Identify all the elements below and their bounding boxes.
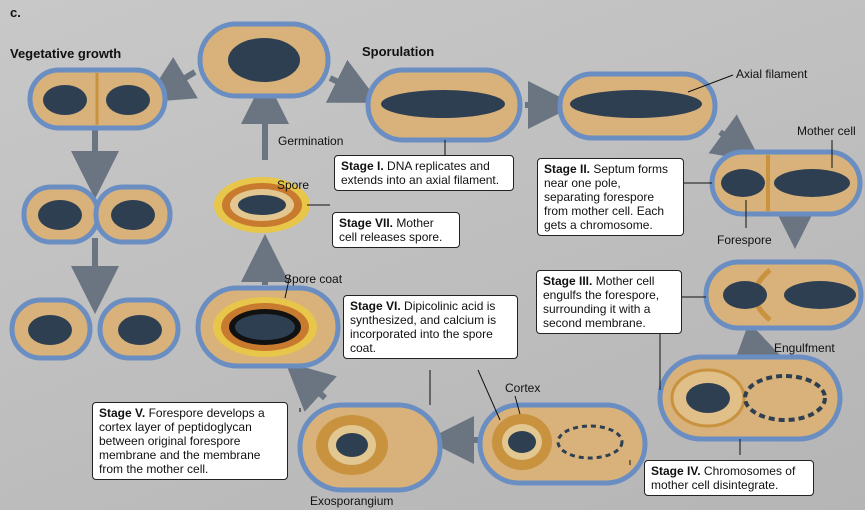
- panel-letter: c.: [10, 6, 21, 20]
- exosporangium-cell: [300, 405, 440, 490]
- germination-label: Germination: [278, 134, 343, 148]
- stage-4-box: Stage IV. Chromosomes of mother cell dis…: [644, 460, 814, 496]
- stage-7-title: Stage VII.: [339, 216, 393, 230]
- forespore-label: Forespore: [717, 233, 772, 247]
- stage-3-title: Stage III.: [543, 274, 592, 288]
- engulfment-label: Engulfment: [774, 341, 835, 355]
- vegetative-title: Vegetative growth: [10, 47, 121, 61]
- stage-2-cell: [712, 140, 860, 228]
- arrow-to-vegetative: [165, 72, 195, 90]
- arrow-to-stage-4: [748, 340, 765, 356]
- mother-cell-label: Mother cell: [797, 124, 856, 138]
- stage-2-box: Stage II. Septum forms near one pole, se…: [537, 158, 684, 236]
- arrow-to-mother-cell: [720, 132, 742, 148]
- spore-label: Spore: [277, 178, 309, 192]
- axial-filament-label: Axial filament: [736, 67, 807, 81]
- stage-4-cell: [660, 357, 840, 439]
- stage-1-title: Stage I.: [341, 159, 384, 173]
- stage-6-cell: [198, 288, 338, 366]
- stage-5-cell: [480, 405, 645, 483]
- stage-1-cell: [368, 70, 520, 140]
- vegetative-cell-2: [24, 187, 170, 242]
- axial-filament-cell: [560, 74, 733, 138]
- stage-5-box: Stage V. Forespore develops a cortex lay…: [92, 402, 288, 480]
- stage-6-title: Stage VI.: [350, 299, 401, 313]
- stage-6-box: Stage VI. Dipicolinic acid is synthesize…: [343, 295, 518, 359]
- stage-3-cell: [706, 262, 861, 328]
- cortex-label: Cortex: [505, 381, 540, 395]
- stage-1-box: Stage I. DNA replicates and extends into…: [334, 155, 514, 191]
- exosporangium-label: Exosporangium: [310, 494, 393, 508]
- vegetative-cell-1: [30, 70, 165, 128]
- sporulation-title: Sporulation: [362, 45, 434, 59]
- stage-3-box: Stage III. Mother cell engulfs the fores…: [536, 270, 682, 334]
- stage-7-box: Stage VII. Mother cell releases spore.: [332, 212, 460, 248]
- arrow-to-stage-1: [330, 78, 358, 92]
- vegetative-cell-3: [12, 300, 178, 358]
- germinated-cell: [200, 24, 328, 96]
- stage-4-title: Stage IV.: [651, 464, 701, 478]
- stage-5-title: Stage V.: [99, 406, 145, 420]
- stage-2-title: Stage II.: [544, 162, 590, 176]
- spore-coat-label: Spore coat: [284, 272, 342, 286]
- arrow-to-stage-6: [303, 378, 325, 398]
